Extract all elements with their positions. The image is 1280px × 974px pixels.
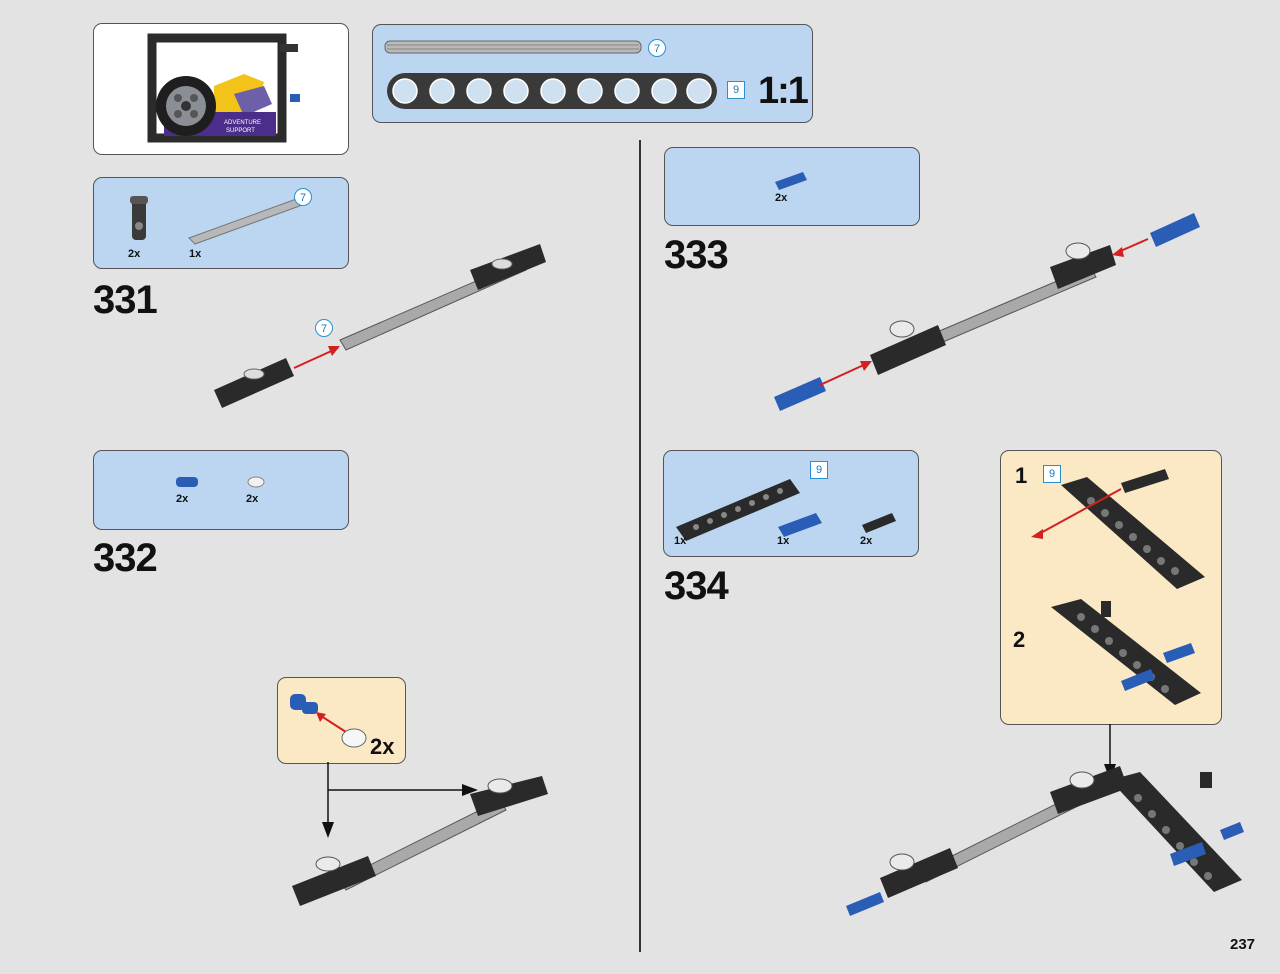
- axle-length-badge: 7: [315, 319, 333, 337]
- step-331-parts: 2x 1x 7: [93, 177, 349, 269]
- axle-connector-icon: [862, 513, 896, 533]
- technic-axle: [384, 40, 642, 54]
- beam-length-badge: 9: [1043, 465, 1061, 483]
- model-preview-panel: ADVENTURE SUPPORT: [93, 23, 349, 155]
- sub-step-2-illustration: [1051, 599, 1201, 705]
- sub-step-label: 1: [1015, 463, 1028, 488]
- axle-length-badge: 7: [648, 39, 666, 57]
- step-number: 332: [93, 536, 158, 580]
- part-qty: 2x: [176, 493, 189, 505]
- beam-length-badge: 9: [810, 461, 828, 479]
- step-number: 333: [664, 233, 729, 277]
- part-qty: 2x: [860, 535, 873, 547]
- technic-axle-icon: [188, 197, 306, 245]
- part-qty: 2x: [775, 192, 788, 204]
- sub-step-1-illustration: [1031, 469, 1205, 589]
- step-332-parts: 2x 2x: [93, 450, 349, 530]
- connector-peg-icon: [130, 196, 148, 240]
- step-334-illustration: [846, 724, 1244, 916]
- part-qty: 2x: [246, 493, 259, 505]
- axle-length-badge: 7: [294, 188, 312, 206]
- svg-text:ADVENTURE: ADVENTURE: [224, 120, 261, 126]
- step-number: 331: [93, 278, 158, 322]
- beam-length-badge: 9: [727, 81, 745, 99]
- sub-step-label: 2: [1013, 627, 1026, 652]
- step-number: 334: [664, 564, 729, 608]
- step-332-subassembly: 2x: [277, 677, 406, 764]
- bush-icon: [247, 476, 265, 488]
- connector-peg-blue-icon: [176, 477, 198, 487]
- connector-peg-blue-icon: [775, 172, 807, 190]
- part-qty: 1x: [777, 535, 790, 547]
- connector-peg-blue-icon: [778, 513, 822, 537]
- part-qty: 1x: [674, 535, 687, 547]
- step-334-subassembly: 1 9 2: [1000, 450, 1222, 725]
- subassembly-qty: 2x: [370, 734, 395, 759]
- step-331-illustration: [214, 244, 546, 408]
- technic-beam: [387, 73, 717, 109]
- step-332-illustration: [292, 762, 548, 906]
- svg-text:SUPPORT: SUPPORT: [226, 128, 255, 134]
- column-divider: [639, 140, 641, 952]
- ruler-panel: 7 9 1:1: [372, 24, 813, 123]
- peg-with-bush-icon: [290, 694, 367, 748]
- step-334-parts: 9 1x 1x 2x: [663, 450, 919, 557]
- page-number: 237: [1230, 936, 1256, 953]
- completed-model-image: ADVENTURE SUPPORT: [147, 33, 300, 143]
- step-333-parts: 2x: [664, 147, 920, 226]
- part-qty: 2x: [128, 248, 141, 260]
- step-333-illustration: [774, 213, 1200, 411]
- part-qty: 1x: [189, 248, 202, 260]
- technic-beam-icon: [676, 479, 800, 541]
- scale-label: 1:1: [758, 70, 809, 112]
